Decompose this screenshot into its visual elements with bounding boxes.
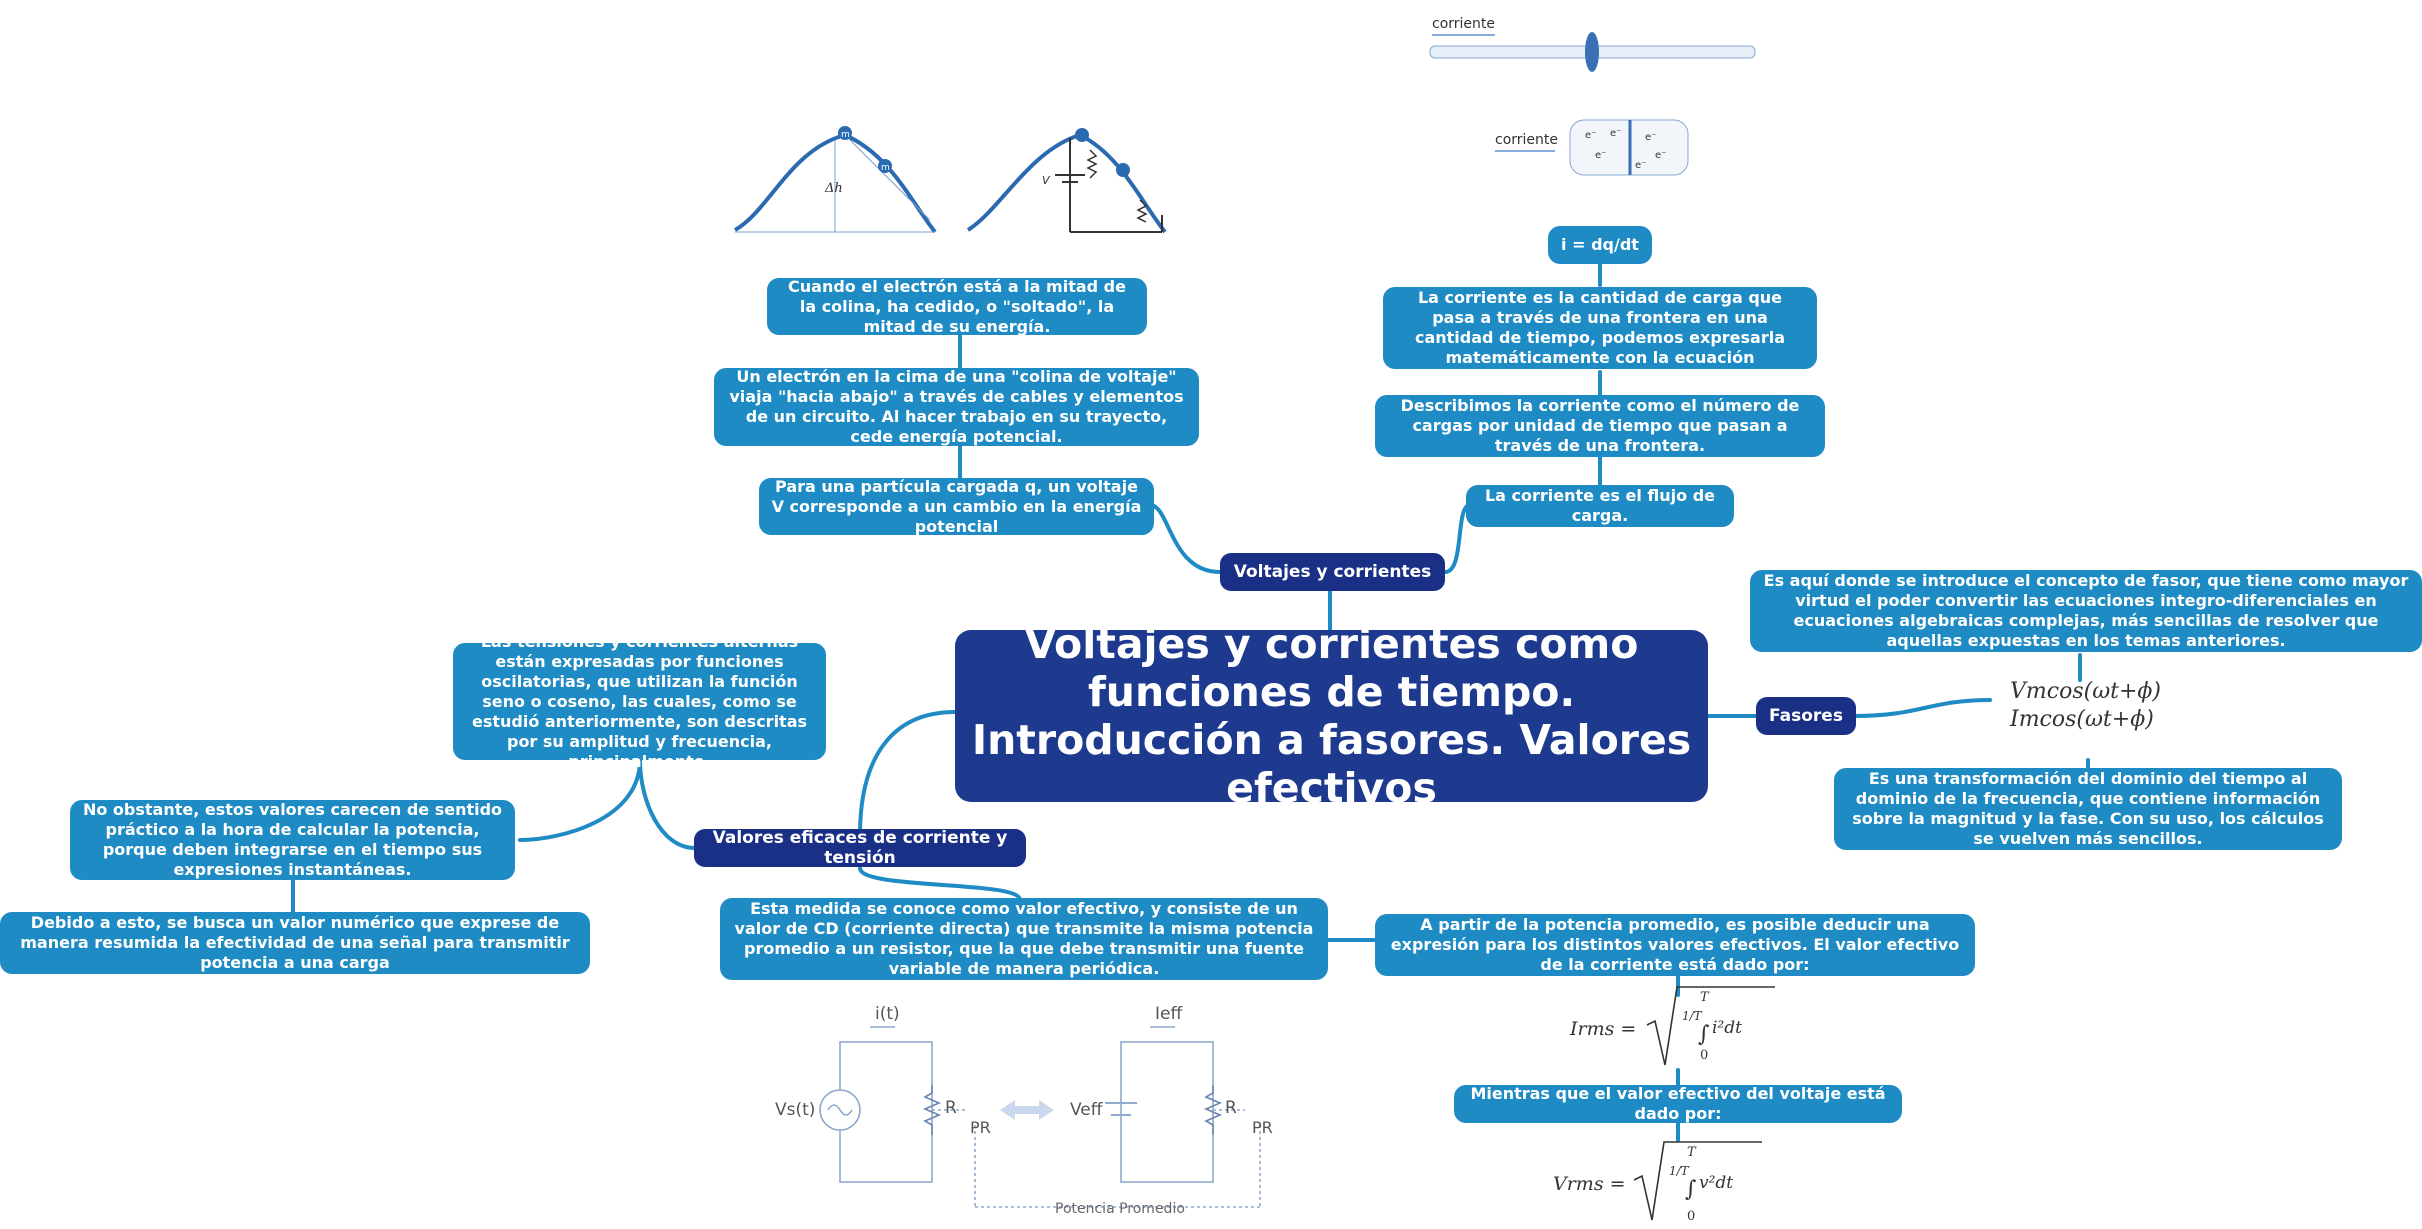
svg-text:Veff: Veff [1070, 1100, 1104, 1120]
svg-text:Vrms =: Vrms = [1553, 1173, 1626, 1195]
voltage-node-charged-particle[interactable]: Para una partícula cargada q, un voltaje… [759, 477, 1154, 536]
irms-formula: Irms = 1/T T ∫ 0 i²dt [1569, 986, 1775, 1066]
branch-fasores[interactable]: Fasores [1756, 697, 1856, 735]
svg-text:∫: ∫ [1698, 1022, 1710, 1047]
svg-text:PR: PR [1252, 1118, 1273, 1137]
svg-text:e⁻: e⁻ [1610, 128, 1621, 139]
current-node-flow[interactable]: La corriente es el flujo de carga. [1466, 485, 1734, 527]
svg-text:R: R [945, 1098, 957, 1118]
svg-text:1/T: 1/T [1682, 1009, 1703, 1023]
eficaces-node-numeric-value[interactable]: Debido a esto, se busca un valor numéric… [0, 912, 590, 974]
svg-text:Ieff: Ieff [1155, 1004, 1183, 1024]
svg-text:e⁻: e⁻ [1645, 132, 1656, 143]
hill-delta-h-label: Δh [824, 181, 843, 196]
svg-text:V: V [1042, 174, 1051, 187]
svg-text:Vs(t): Vs(t) [775, 1100, 815, 1120]
svg-text:Irms =: Irms = [1569, 1018, 1636, 1040]
svg-text:∫: ∫ [1685, 1177, 1697, 1202]
svg-text:e⁻: e⁻ [1635, 160, 1646, 171]
svg-text:v²dt: v²dt [1699, 1173, 1733, 1193]
voltage-node-half-energy[interactable]: Cuando el electrón está a la mitad de la… [767, 277, 1147, 336]
svg-text:e⁻: e⁻ [1655, 150, 1666, 161]
phasor-formula-voltage: Vmcos(ωt+ϕ) [2010, 679, 2161, 704]
svg-text:T: T [1687, 1145, 1697, 1160]
eficaces-node-no-practical-sense[interactable]: No obstante, estos valores carecen de se… [70, 800, 515, 880]
svg-text:e⁻: e⁻ [1595, 150, 1606, 161]
central-topic[interactable]: Voltajes y corrientes como funciones de … [955, 620, 1708, 812]
current-node-charges-per-time[interactable]: Describimos la corriente como el número … [1375, 395, 1825, 457]
phasor-formula-current: Imcos(ωt+ϕ) [2010, 707, 2154, 732]
rms-circuit-illustration: i(t) Ieff Vs(t) Veff R R PR PR Potencia … [775, 1004, 1273, 1217]
svg-text:PR: PR [970, 1118, 991, 1137]
eficaces-node-oscillatory[interactable]: Las tensiones y corrientes alternas está… [453, 632, 826, 771]
svg-text:T: T [1700, 990, 1710, 1005]
svg-text:corriente: corriente [1495, 132, 1558, 148]
fasores-node-concept[interactable]: Es aquí donde se introduce el concepto d… [1750, 570, 2422, 652]
svg-text:1/T: 1/T [1669, 1164, 1690, 1178]
voltage-node-hill[interactable]: Un electrón en la cima de una "colina de… [714, 367, 1199, 446]
svg-text:e⁻: e⁻ [1585, 130, 1596, 141]
central-topic-label: Voltajes y corrientes como funciones de … [971, 620, 1692, 812]
svg-text:i²dt: i²dt [1712, 1018, 1742, 1038]
voltage-hill-illustration: Δh m m V [733, 126, 1167, 234]
eficaces-node-current-rms[interactable]: A partir de la potencia promedio, es pos… [1375, 914, 1975, 976]
current-node-formula[interactable]: i = dq/dt [1548, 226, 1652, 264]
current-wire-illustration: corriente corriente e⁻ e⁻ e⁻ e⁻ e⁻ e⁻ [1429, 16, 1756, 176]
svg-text:0: 0 [1700, 1048, 1708, 1063]
fasores-node-transformation[interactable]: Es una transformación del dominio del ti… [1834, 768, 2342, 850]
phasor-formula: Vmcos(ωt+ϕ) Imcos(ωt+ϕ) [2010, 678, 2161, 734]
svg-text:i(t): i(t) [875, 1004, 900, 1024]
branch-voltajes-corrientes[interactable]: Voltajes y corrientes [1220, 553, 1445, 591]
eficaces-node-effective-value[interactable]: Esta medida se conoce como valor efectiv… [720, 898, 1328, 980]
svg-text:corriente: corriente [1432, 16, 1495, 32]
vrms-formula: Vrms = 1/T T ∫ 0 v²dt [1553, 1141, 1762, 1224]
svg-text:R: R [1225, 1098, 1237, 1118]
current-node-definition[interactable]: La corriente es la cantidad de carga que… [1383, 287, 1817, 369]
branch-valores-eficaces[interactable]: Valores eficaces de corriente y tensión [694, 828, 1026, 868]
svg-text:m: m [841, 130, 850, 140]
svg-text:Potencia Promedio: Potencia Promedio [1055, 1201, 1185, 1217]
svg-text:0: 0 [1687, 1209, 1695, 1224]
eficaces-node-voltage-rms[interactable]: Mientras que el valor efectivo del volta… [1454, 1084, 1902, 1123]
svg-text:m: m [881, 163, 890, 173]
